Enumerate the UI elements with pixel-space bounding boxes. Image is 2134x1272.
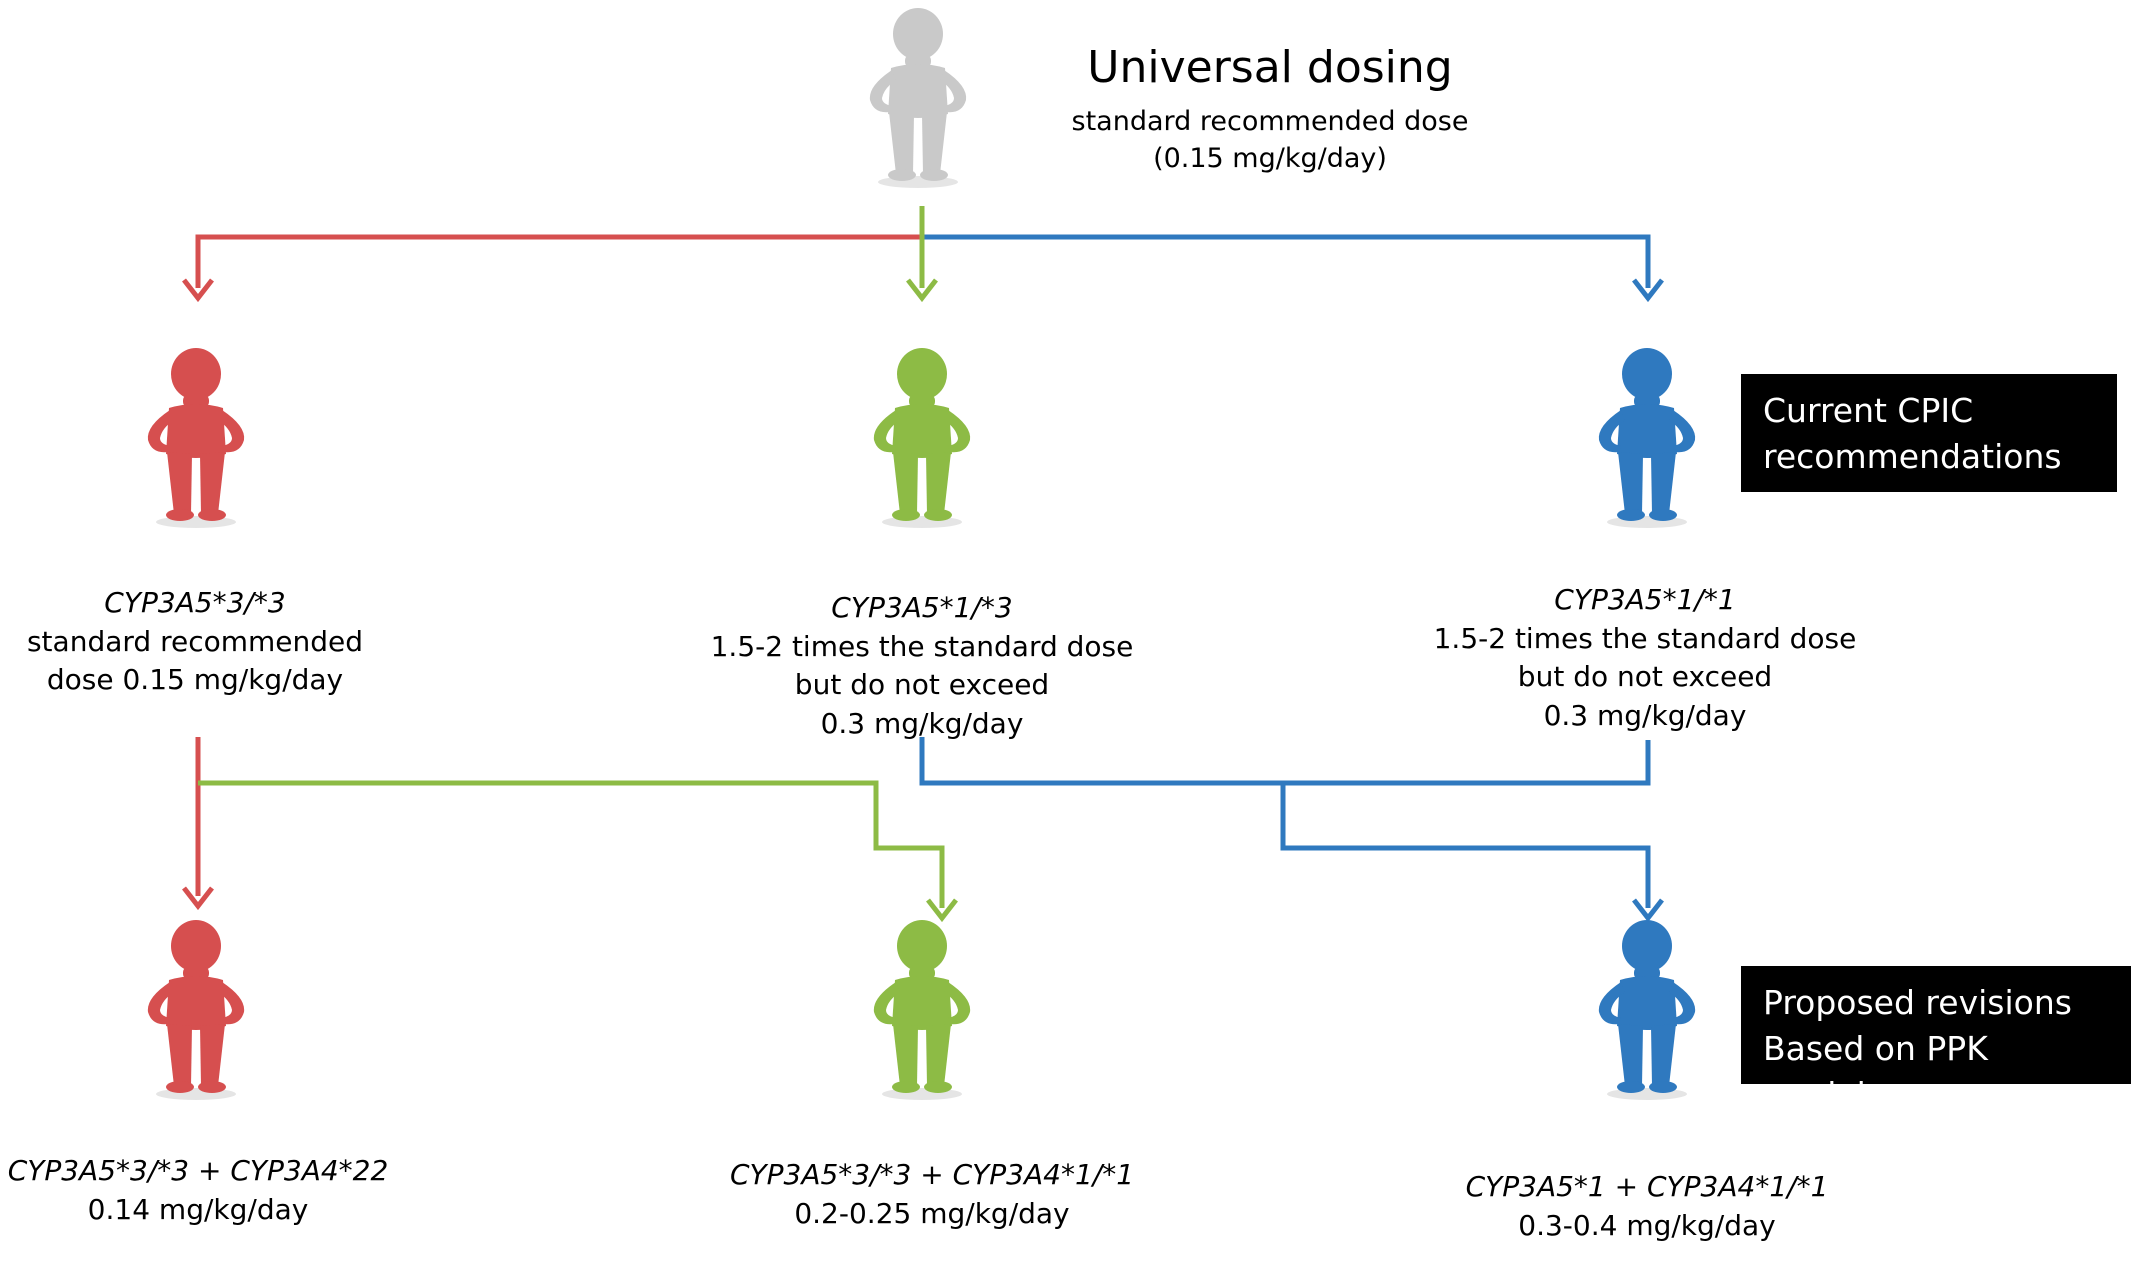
person-figure-cyp3a5-3-3-cyp3a4-22 (147, 920, 245, 1100)
cyp3a5-1-1-genotype: CYP3A5*1/*1 (1554, 583, 1736, 616)
universal-dosing-label: Universal dosing standard recommended do… (1030, 42, 1510, 177)
cyp3a5-1-1-label: CYP3A5*1/*1 1.5-2 times the standard dos… (1385, 581, 1905, 736)
cyp3a5-1-3-line-3: 0.3 mg/kg/day (820, 706, 1024, 740)
cyp3a5-3-3-cyp3a4-22-dose: 0.14 mg/kg/day (87, 1192, 309, 1226)
cyp3a5-1-3-line-1: 1.5-2 times the standard dose (710, 629, 1134, 663)
cyp3a5-1-cyp3a4-1-1-dose: 0.3-0.4 mg/kg/day (1518, 1208, 1776, 1242)
arrowhead-blue-tier1 (1632, 278, 1664, 303)
arrowhead-green-tier2 (926, 898, 958, 923)
cyp3a5-1-1-line-2: but do not exceed (1517, 660, 1773, 694)
cyp3a5-3-3-cyp3a4-1-1-label: CYP3A5*3/*3 + CYP3A4*1/*1 0.2-0.25 mg/kg… (682, 1156, 1182, 1233)
cyp3a5-3-3-cyp3a4-22-label: CYP3A5*3/*3 + CYP3A4*22 0.14 mg/kg/day (0, 1152, 396, 1229)
person-figure-cyp3a5-1-1 (1598, 348, 1696, 528)
cyp3a5-3-3-line-1: standard recommended (26, 624, 364, 658)
person-figure-universal (869, 8, 967, 188)
cpic-box-line-2: recommendations (1763, 437, 2062, 477)
proposed-revisions-box: Proposed revisions Based on PPK models (1741, 966, 2131, 1114)
universal-dosing-line-2: (0.15 mg/kg/day) (1153, 143, 1387, 175)
arrowhead-blue-tier2 (1632, 898, 1664, 923)
person-figure-cyp3a5-3-3-cyp3a4-1-1 (873, 920, 971, 1100)
cyp3a5-1-3-line-2: but do not exceed (794, 668, 1050, 702)
cyp3a5-3-3-label: CYP3A5*3/*3 standard recommended dose 0.… (0, 584, 390, 700)
cpic-box-line-1: Current CPIC (1763, 391, 1974, 430)
cyp3a5-3-3-genotype: CYP3A5*3/*3 (104, 586, 286, 619)
arrowhead-red-tier2 (182, 886, 214, 911)
cyp3a5-1-cyp3a4-1-1-genotype: CYP3A5*1 + CYP3A4*1/*1 (1465, 1170, 1829, 1203)
person-figure-cyp3a5-1-cyp3a4-1-1 (1598, 920, 1696, 1100)
cyp3a5-1-3-label: CYP3A5*1/*3 1.5-2 times the standard dos… (662, 589, 1182, 744)
universal-dosing-title: Universal dosing (1087, 42, 1453, 93)
cyp3a5-3-3-line-2: dose 0.15 mg/kg/day (46, 663, 344, 697)
universal-dosing-line-1: standard recommended dose (1071, 105, 1469, 137)
proposed-box-line-1: Proposed revisions (1763, 983, 2072, 1022)
cpic-recommendations-box: Current CPIC recommendations (1741, 374, 2117, 492)
cyp3a5-1-1-line-1: 1.5-2 times the standard dose (1433, 621, 1857, 655)
arrowhead-red-tier1 (182, 278, 214, 303)
cyp3a5-3-3-cyp3a4-1-1-genotype: CYP3A5*3/*3 + CYP3A4*1/*1 (729, 1158, 1135, 1191)
cyp3a5-3-3-cyp3a4-22-genotype: CYP3A5*3/*3 + CYP3A4*22 (7, 1154, 389, 1187)
cyp3a5-1-1-line-3: 0.3 mg/kg/day (1543, 698, 1747, 732)
arrowhead-green-tier1 (906, 278, 938, 303)
arrow-connector-blue-tier1 (922, 234, 1651, 288)
arrow-connector-blue-tier2 (919, 737, 1651, 908)
cyp3a5-3-3-cyp3a4-1-1-dose: 0.2-0.25 mg/kg/day (794, 1196, 1070, 1230)
cyp3a5-1-3-genotype: CYP3A5*1/*3 (831, 591, 1013, 624)
proposed-box-line-2: Based on PPK models (1763, 1029, 1988, 1115)
cyp3a5-1-cyp3a4-1-1-label: CYP3A5*1 + CYP3A4*1/*1 0.3-0.4 mg/kg/day (1422, 1168, 1872, 1245)
person-figure-cyp3a5-3-3 (147, 348, 245, 528)
arrow-connector-red-tier1 (195, 234, 922, 288)
arrow-connector-green-tier2 (198, 780, 945, 908)
person-figure-cyp3a5-1-3 (873, 348, 971, 528)
